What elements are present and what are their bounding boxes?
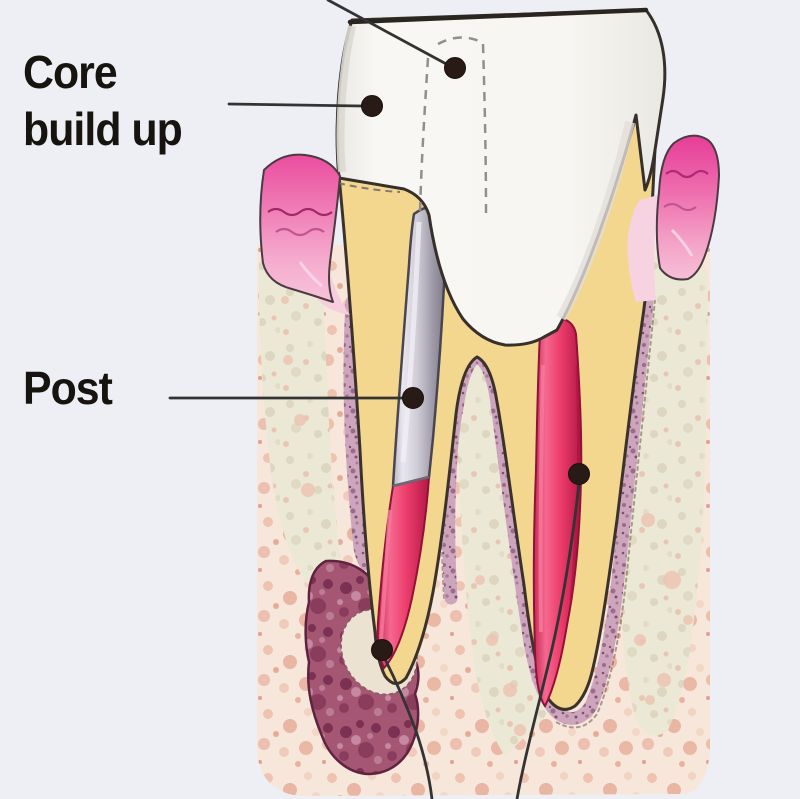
bone-speckles <box>281 296 693 736</box>
root-filling-dot <box>568 463 590 485</box>
gingiva-right <box>627 134 720 302</box>
marker-dots <box>361 57 590 661</box>
crown-core <box>335 7 667 347</box>
core-leader-line <box>227 102 364 108</box>
core-build-up-dot <box>361 95 383 117</box>
root-apex-dot <box>371 639 393 661</box>
apex-leader-line <box>383 657 434 799</box>
crown-margin-dashed <box>337 182 401 193</box>
access-cavity-dashed-outline <box>418 36 488 215</box>
root-canal-filling-left <box>376 475 431 670</box>
metal-post <box>391 205 449 488</box>
root-filling-leader-line <box>515 482 581 799</box>
crown-top-dot <box>444 57 466 79</box>
post-dot <box>402 387 424 409</box>
gingiva-left <box>259 153 350 315</box>
label-post: Post <box>23 362 113 414</box>
label-core-build-up: Core build up <box>23 46 183 155</box>
root-canal-filling-right <box>532 316 583 708</box>
leader-lines <box>168 0 581 799</box>
crown-leader-line <box>326 0 452 68</box>
